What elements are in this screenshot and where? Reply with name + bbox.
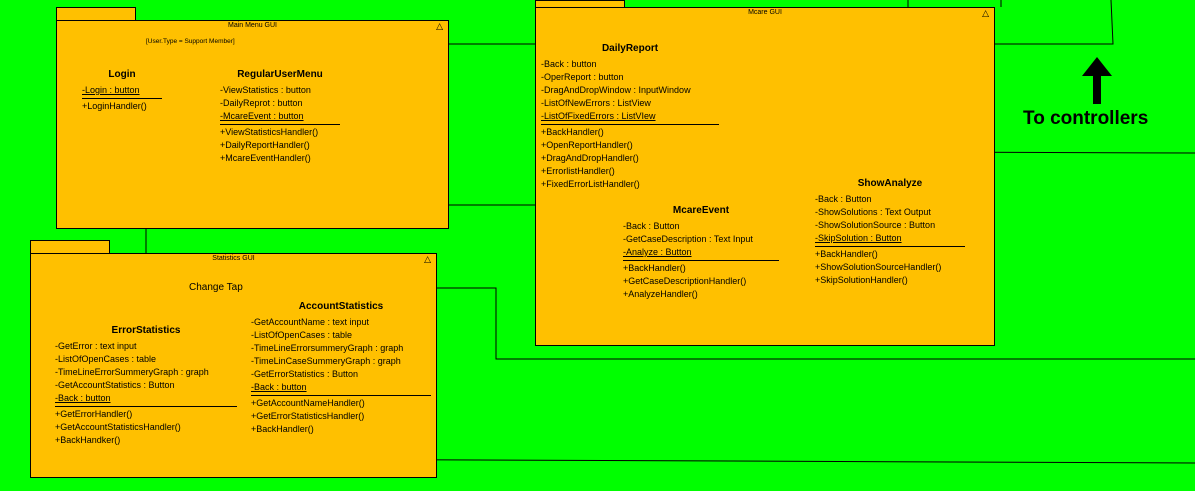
- class-attribute: -GetErrorStatistics : Button: [251, 369, 359, 379]
- class-operation: +ErrorlistHandler(): [541, 166, 615, 176]
- package-tab-statistics: [30, 240, 110, 254]
- class-attribute: -Analyze : Button: [623, 247, 692, 257]
- class-attribute: -ShowSolutions : Text Output: [815, 207, 931, 217]
- package-tab-main-menu: [56, 7, 136, 21]
- class-operation: +FixedErrorListHandler(): [541, 179, 640, 189]
- class-operation: +BackHandler(): [815, 249, 878, 259]
- class-attribute: -TimeLineErrorSummeryGraph : graph: [55, 367, 209, 377]
- class-separator: [55, 406, 237, 407]
- class-attribute: -OperReport : button: [541, 72, 624, 82]
- package-statistics: Statistics GUI △: [30, 253, 437, 478]
- class-operation: +ShowSolutionSourceHandler(): [815, 262, 942, 272]
- class-operation: +SkipSolutionHandler(): [815, 275, 908, 285]
- class-attribute: -ListOfOpenCases : table: [251, 330, 353, 340]
- class-attribute: -ListOfFixedErrors : ListVIew: [541, 111, 656, 121]
- package-triangle-icon: △: [436, 21, 443, 31]
- class-attribute: -ListOfNewErrors : ListView: [541, 98, 651, 108]
- class-attribute: -TimeLineErrorsummeryGraph : graph: [251, 343, 404, 353]
- package-triangle-icon: △: [424, 254, 431, 264]
- class-separator: [220, 124, 340, 125]
- package-title: Main Menu GUI: [227, 22, 278, 29]
- class-name-account-statistics: AccountStatistics: [298, 301, 384, 312]
- class-separator: [541, 124, 719, 125]
- class-operation: +GetErrorStatisticsHandler(): [251, 411, 365, 421]
- package-title: Statistics GUI: [212, 255, 255, 262]
- class-name-mcare-event: McareEvent: [672, 205, 730, 216]
- class-attribute: -SkipSolution : Button: [815, 233, 902, 243]
- class-operation: +McareEventHandler(): [220, 153, 311, 163]
- class-attribute: -Back : button: [251, 382, 307, 392]
- class-operation: +DailyReportHandler(): [220, 140, 310, 150]
- class-operation: +GetAccountNameHandler(): [251, 398, 365, 408]
- class-operation: +BackHandler(): [623, 263, 686, 273]
- class-operation: +LoginHandler(): [82, 101, 147, 111]
- class-operation: +GetErrorHandler(): [55, 409, 133, 419]
- class-operation: +BackHandler(): [251, 424, 314, 434]
- class-separator: [82, 98, 162, 99]
- class-attribute: -GetCaseDescription : Text Input: [623, 234, 753, 244]
- class-operation: +BackHandler(): [541, 127, 604, 137]
- to-controllers-label: To controllers: [1023, 108, 1149, 129]
- class-attribute: -ListOfOpenCases : table: [55, 354, 157, 364]
- class-name-regular-user-menu: RegularUserMenu: [237, 69, 323, 80]
- class-attribute: -TimeLinCaseSummeryGraph : graph: [251, 356, 401, 366]
- class-attribute: -Login : button: [82, 85, 140, 95]
- class-attribute: -GetError : text input: [55, 341, 137, 351]
- package-title: Mcare GUI: [748, 9, 782, 16]
- package-triangle-icon: △: [982, 8, 989, 18]
- class-attribute: -Back : button: [55, 393, 111, 403]
- class-name-login: Login: [108, 69, 136, 80]
- class-attribute: -ShowSolutionSource : Button: [815, 220, 936, 230]
- class-attribute: -DragAndDropWindow : InputWindow: [541, 85, 691, 95]
- class-operation: +OpenReportHandler(): [541, 140, 633, 150]
- class-attribute: -GetAccountStatistics : Button: [55, 380, 175, 390]
- class-attribute: -GetAccountName : text input: [251, 317, 370, 327]
- up-arrow-icon: [1082, 57, 1112, 104]
- class-attribute: -Back : Button: [815, 194, 872, 204]
- class-attribute: -McareEvent : button: [220, 111, 304, 121]
- class-operation: +AnalyzeHandler(): [623, 289, 698, 299]
- class-attribute: -DailyReprot : button: [220, 98, 303, 108]
- class-operation: +ViewStatisticsHandler(): [220, 127, 319, 137]
- class-separator: [623, 260, 779, 261]
- class-name-show-analyze: ShowAnalyze: [857, 178, 923, 189]
- class-name-error-statistics: ErrorStatistics: [111, 325, 181, 336]
- class-attribute: -Back : button: [541, 59, 597, 69]
- class-name-daily-report: DailyReport: [601, 43, 659, 54]
- class-operation: +GetAccountStatisticsHandler(): [55, 422, 181, 432]
- edge-label-guard: [User.Type = Support Member]: [146, 38, 235, 45]
- class-operation: +DragAndDropHandler(): [541, 153, 639, 163]
- class-attribute: -Back : Button: [623, 221, 680, 231]
- edge-label-change-tap: Change Tap: [189, 282, 243, 293]
- class-attribute: -ViewStatistics : button: [220, 85, 311, 95]
- class-operation: +GetCaseDescriptionHandler(): [623, 276, 747, 286]
- class-separator: [251, 395, 431, 396]
- class-operation: +BackHandker(): [55, 435, 121, 445]
- class-separator: [815, 246, 965, 247]
- package-mcare: Mcare GUI △: [535, 7, 995, 346]
